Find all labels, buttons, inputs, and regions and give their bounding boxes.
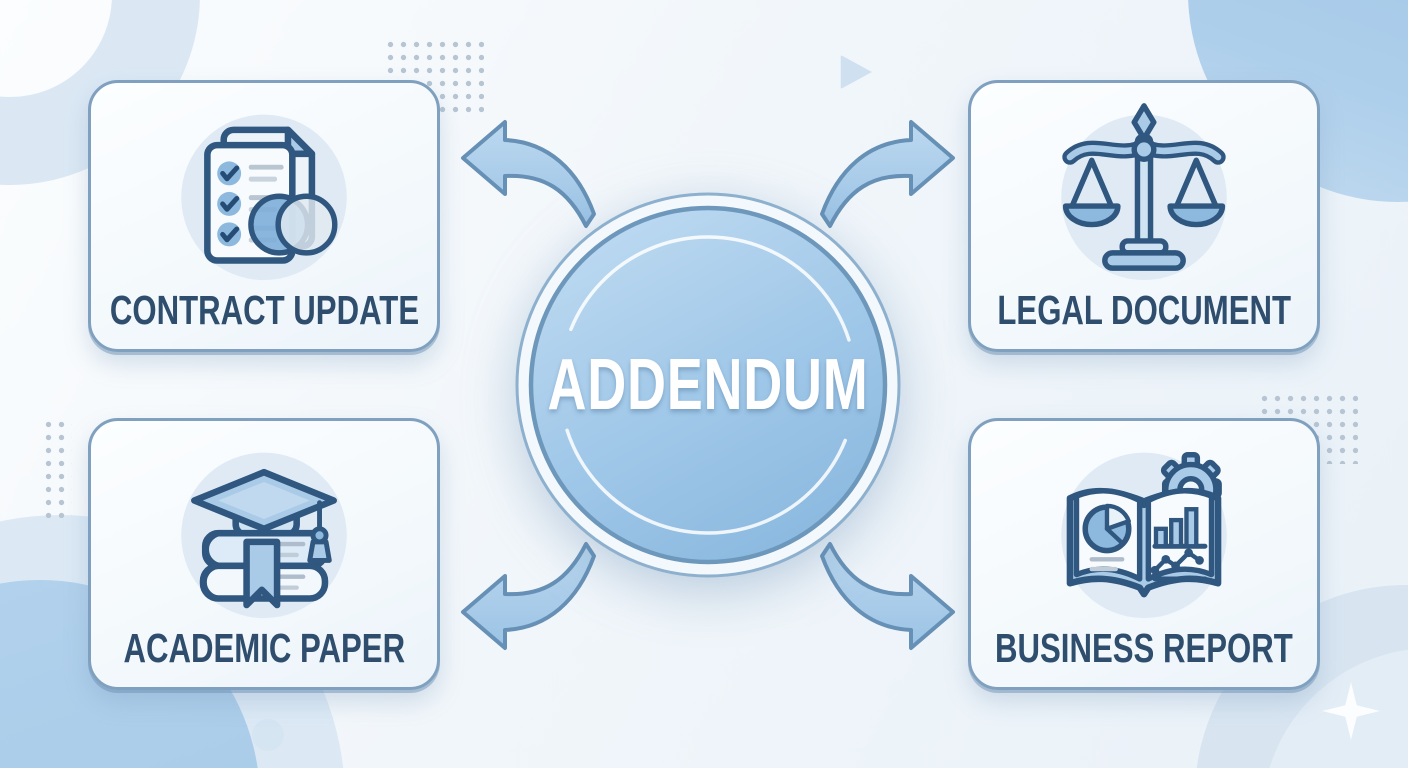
report-book-gear-icon bbox=[1046, 433, 1242, 629]
card-label-academic-paper: ACADEMIC PAPER bbox=[123, 625, 405, 671]
center-badge-circle bbox=[515, 192, 901, 578]
decorative-dot-bottom-left bbox=[252, 719, 284, 751]
scales-of-justice-icon bbox=[1046, 95, 1242, 291]
dot-grid-left bbox=[42, 418, 72, 518]
contract-documents-icon bbox=[166, 95, 362, 291]
card-label-contract-update: CONTRACT UPDATE bbox=[109, 287, 419, 333]
graduation-cap-books-icon bbox=[166, 433, 362, 629]
card-academic-paper: ACADEMIC PAPER bbox=[88, 418, 440, 690]
card-legal-document: LEGAL DOCUMENT bbox=[968, 80, 1320, 352]
card-label-legal-document: LEGAL DOCUMENT bbox=[997, 287, 1291, 333]
center-badge-label: ADDENDUM bbox=[547, 345, 869, 425]
card-contract-update: CONTRACT UPDATE bbox=[88, 80, 440, 352]
center-badge: ADDENDUM bbox=[513, 190, 903, 580]
triangle-accent-icon bbox=[840, 55, 872, 89]
card-business-report: BUSINESS REPORT bbox=[968, 418, 1320, 690]
card-label-business-report: BUSINESS REPORT bbox=[995, 625, 1293, 671]
